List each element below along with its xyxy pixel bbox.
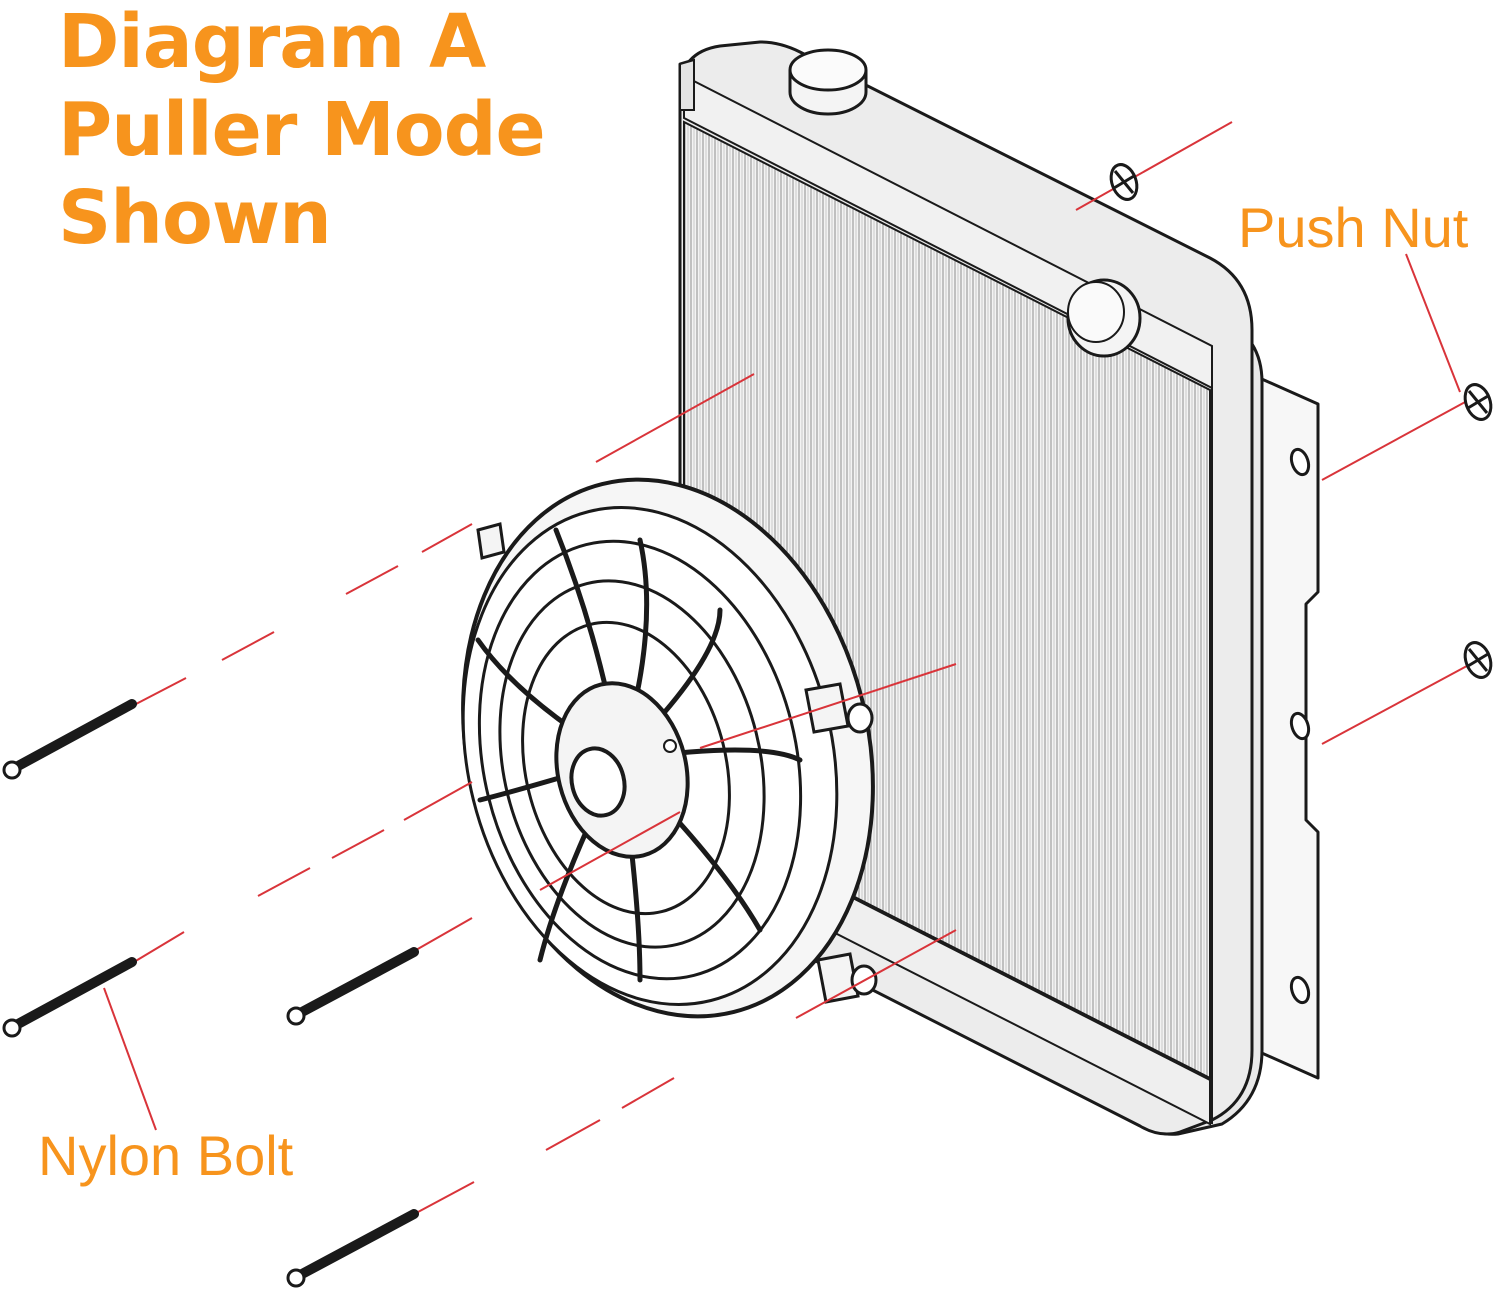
nylon-bolt-label: Nylon Bolt bbox=[38, 1124, 294, 1187]
nylon-bolt bbox=[286, 947, 419, 1026]
guide-lines-nuts bbox=[1075, 121, 1479, 745]
radiator-inlet-neck bbox=[1066, 278, 1142, 358]
push-nut-label: Push Nut bbox=[1238, 196, 1469, 259]
push-nut bbox=[1463, 641, 1493, 679]
fan-mounting-tab bbox=[476, 522, 506, 560]
fan-mounting-tab bbox=[804, 682, 874, 734]
side-mounting-bracket bbox=[1244, 370, 1320, 1080]
guide-lines-bolts bbox=[103, 373, 957, 1213]
diagram-title-line-3: Shown bbox=[58, 175, 332, 261]
fan-motor-hub bbox=[554, 681, 690, 859]
radiator-cap bbox=[788, 48, 868, 116]
nylon-bolt bbox=[2, 957, 137, 1038]
nylon-bolt bbox=[2, 699, 137, 780]
diagram-title-line-2: Puller Mode bbox=[58, 87, 546, 173]
bracket-slot bbox=[1289, 447, 1311, 477]
push-nut bbox=[1463, 383, 1493, 421]
diagram-title-line-1: Diagram A bbox=[58, 0, 486, 85]
push-nut bbox=[1109, 163, 1139, 201]
bracket-slot bbox=[1289, 711, 1311, 741]
bracket-slot bbox=[1289, 975, 1311, 1005]
nylon-bolt bbox=[286, 1209, 419, 1288]
